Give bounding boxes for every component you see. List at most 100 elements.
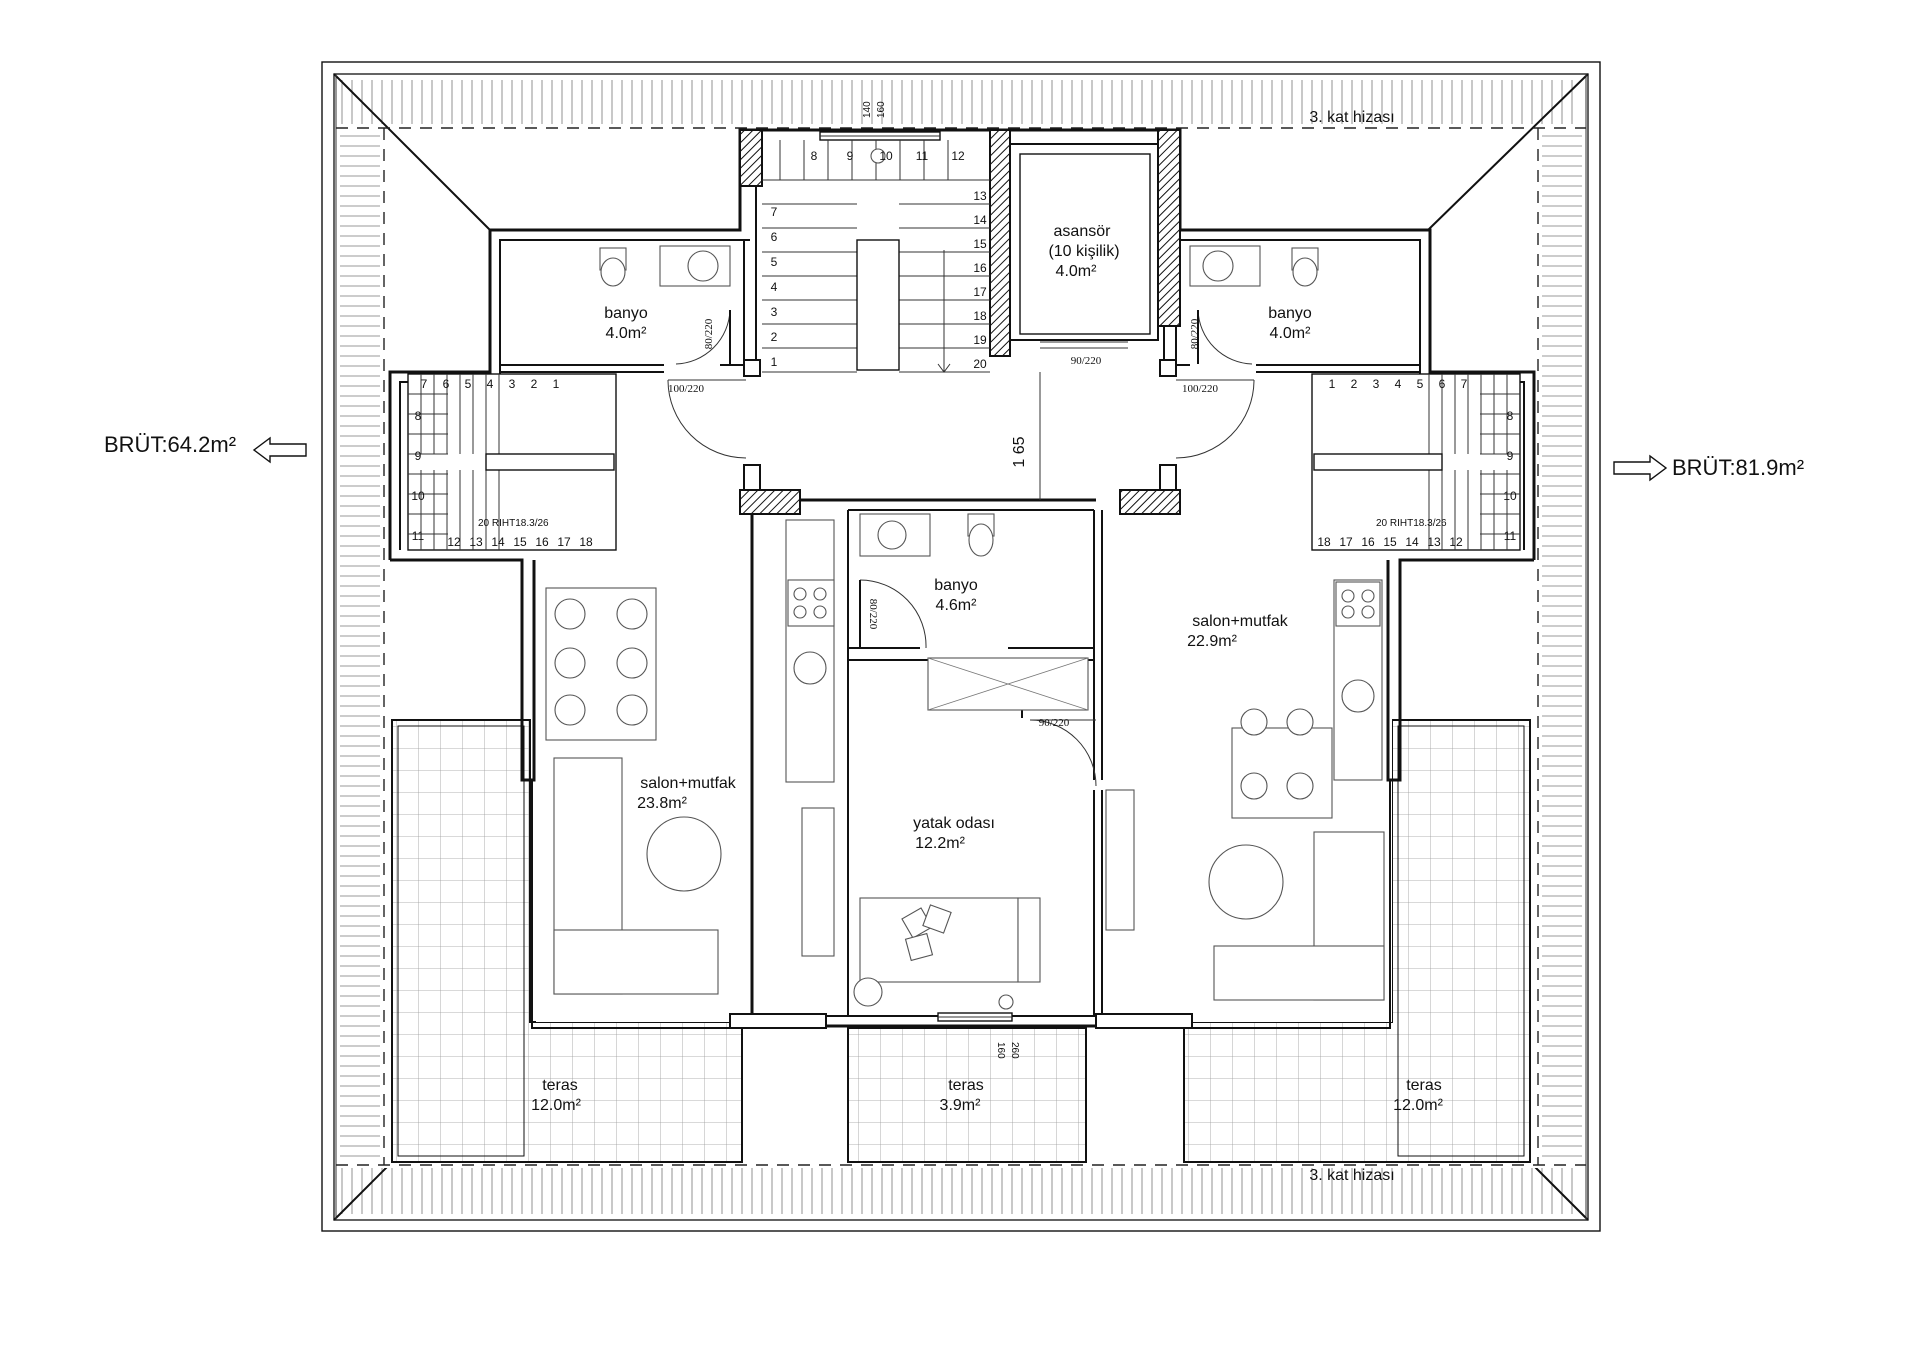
stair-riser-note-left: 20 RIHT18.3/26 (478, 518, 549, 529)
stair-number: 8 (811, 149, 818, 163)
door-label-entry-left: 100/220 (668, 383, 705, 395)
stair-number: 1 (553, 377, 560, 391)
stair-number: 20 (973, 357, 987, 371)
windows (819, 131, 1013, 1022)
terrace-center-name: teras (948, 1077, 984, 1094)
left-staircase (407, 373, 617, 551)
stair-number: 15 (973, 237, 987, 251)
living-right-name: salon+mutfak (1192, 613, 1289, 630)
stair-number: 12 (1449, 535, 1463, 549)
window-bottom-label-b: 160 (995, 1042, 1006, 1059)
right-gross-arrow-icon (1613, 454, 1668, 482)
stair-number: 12 (951, 149, 965, 163)
doors (667, 309, 1255, 787)
bath-left-name: banyo (604, 305, 648, 322)
window-top-label-b: 160 (876, 101, 887, 118)
stair-number: 10 (1503, 489, 1517, 503)
window-top-label-a: 140 (862, 101, 873, 118)
stair-number: 15 (1383, 535, 1397, 549)
stair-number: 3 (1373, 377, 1380, 391)
stair-number: 5 (771, 255, 778, 269)
gross-area-left: BRÜT:64.2m² (104, 432, 236, 457)
stair-number: 8 (1507, 409, 1514, 423)
stair-number: 16 (1361, 535, 1375, 549)
stair-number: 18 (579, 535, 593, 549)
door-label-bath-left: 80/220 (703, 318, 715, 349)
window-bottom-label-a: 260 (1009, 1042, 1020, 1059)
living-left-area: 23.8m² (637, 795, 687, 812)
stair-number: 17 (1339, 535, 1353, 549)
stair-number: 14 (973, 213, 987, 227)
stair-number: 4 (487, 377, 494, 391)
stair-number: 11 (1504, 529, 1517, 543)
stair-riser-note-right: 20 RIHT18.3/26 (1376, 518, 1447, 529)
terrace-center-area: 3.9m² (940, 1097, 982, 1114)
stair-number: 15 (513, 535, 527, 549)
stair-number: 18 (973, 309, 987, 323)
stair-number: 13 (1427, 535, 1441, 549)
stair-number: 8 (415, 409, 422, 423)
eave-lines (336, 127, 1586, 1166)
stair-number: 7 (771, 205, 778, 219)
stair-number: 19 (973, 333, 987, 347)
stair-number: 3 (771, 305, 778, 319)
bedroom-furniture (853, 897, 1041, 1007)
bath-right-name: banyo (1268, 305, 1312, 322)
stair-number: 3 (509, 377, 516, 391)
bath-right-area: 4.0m² (1270, 325, 1312, 342)
stair-number: 16 (973, 261, 987, 275)
bathroom-fixtures (599, 245, 1319, 711)
walls (388, 128, 1536, 1029)
right-staircase (1311, 373, 1521, 551)
living-left-name: salon+mutfak (640, 775, 737, 792)
roof-area (333, 73, 1589, 1221)
stair-number: 16 (535, 535, 549, 549)
dimension-165: 1 65 (1011, 436, 1028, 467)
stair-number: 6 (1439, 377, 1446, 391)
stair-number: 7 (421, 377, 428, 391)
stair-number: 9 (415, 449, 422, 463)
main-staircase (762, 140, 990, 373)
gross-area-right: BRÜT:81.9m² (1672, 455, 1804, 480)
stair-number: 6 (771, 230, 778, 244)
left-gross-arrow-icon (252, 436, 307, 464)
door-label-bedroom: 90/220 (1039, 717, 1070, 729)
bedroom-name: yatak odası (913, 815, 995, 832)
stair-number: 14 (1405, 535, 1419, 549)
elevator-name: asansör (1054, 223, 1112, 240)
door-label-bath-center: 80/220 (867, 599, 879, 630)
terrace-right-name: teras (1406, 1077, 1442, 1094)
door-label-bath-right: 80/220 (1189, 318, 1201, 349)
bedroom-area: 12.2m² (915, 835, 965, 852)
elevator-area: 4.0m² (1056, 263, 1098, 280)
stair-number: 2 (531, 377, 538, 391)
stair-number: 7 (1461, 377, 1468, 391)
stair-number: 10 (411, 489, 425, 503)
stair-number: 4 (771, 280, 778, 294)
stair-number: 2 (1351, 377, 1358, 391)
stair-number: 13 (469, 535, 483, 549)
stair-number: 1 (771, 355, 778, 369)
door-label-elevator: 90/220 (1071, 355, 1102, 367)
left-living-furniture (545, 519, 835, 995)
stair-number: 12 (447, 535, 461, 549)
stair-number: 17 (973, 285, 987, 299)
stair-number: 14 (491, 535, 505, 549)
bath-center-name: banyo (934, 577, 978, 594)
bath-center-area: 4.6m² (936, 597, 978, 614)
stair-number: 1 (1329, 377, 1336, 391)
stair-number: 11 (412, 529, 425, 543)
stair-number: 10 (879, 149, 893, 163)
stair-number: 4 (1395, 377, 1402, 391)
door-label-entry-right: 100/220 (1182, 383, 1219, 395)
stair-number: 9 (847, 149, 854, 163)
elevator-shaft (1009, 143, 1159, 349)
elevator-capacity: (10 kişilik) (1048, 243, 1119, 260)
stair-number: 18 (1317, 535, 1331, 549)
terrace-right-area: 12.0m² (1393, 1097, 1443, 1114)
terraces (391, 719, 1531, 1163)
terrace-left-name: teras (542, 1077, 578, 1094)
stair-number: 11 (916, 149, 929, 163)
stair-number: 5 (465, 377, 472, 391)
